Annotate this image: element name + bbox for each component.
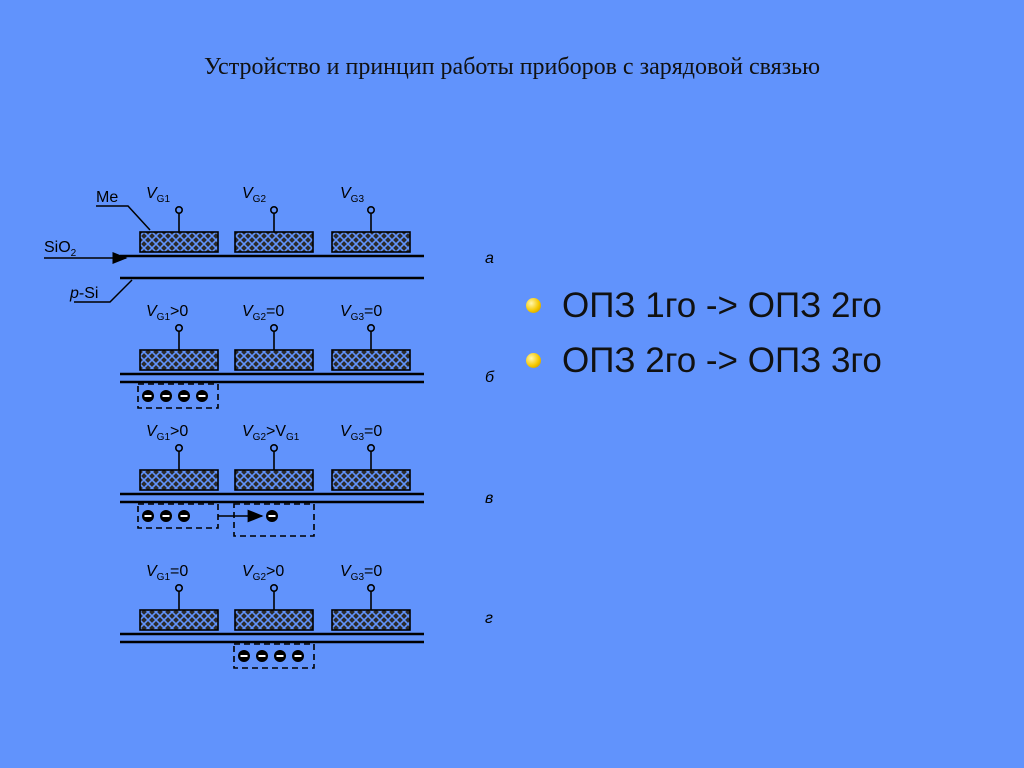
metal-gate bbox=[234, 609, 314, 631]
gate-contact-icon bbox=[366, 583, 375, 592]
electron-icon bbox=[266, 510, 278, 522]
gate-contact-icon bbox=[269, 583, 278, 592]
metal-gate bbox=[331, 231, 411, 253]
gate-voltage-label: VG3=0 bbox=[340, 423, 382, 443]
gate-voltage-label: VG1 bbox=[146, 185, 170, 205]
layer-labels: Me SiO2 p-Si bbox=[44, 189, 151, 303]
metal-gate bbox=[139, 469, 219, 491]
metal-gate bbox=[234, 231, 314, 253]
electron-icon bbox=[292, 650, 304, 662]
electron-icon bbox=[238, 650, 250, 662]
gate-voltage-label: VG2 bbox=[242, 185, 266, 205]
gate-contact-icon bbox=[175, 443, 184, 452]
gate-voltage-label: VG1>0 bbox=[146, 423, 188, 443]
electron-icon bbox=[142, 390, 154, 402]
electron-icon bbox=[196, 390, 208, 402]
row-letter: а bbox=[485, 250, 494, 267]
metal-gate bbox=[331, 469, 411, 491]
metal-gate bbox=[139, 349, 219, 371]
me-leader-line bbox=[96, 205, 151, 231]
gate-contact-icon bbox=[366, 323, 375, 332]
bullet-list: ОПЗ 1го -> ОПЗ 2го ОПЗ 2го -> ОПЗ 3го bbox=[522, 278, 882, 388]
gate-voltage-label: VG2=0 bbox=[242, 303, 284, 323]
gate-contact-icon bbox=[175, 206, 184, 215]
potential-well bbox=[137, 383, 219, 409]
gate-voltage-label: VG3 bbox=[340, 185, 364, 205]
row-letter: в bbox=[485, 490, 493, 507]
potential-well bbox=[233, 643, 315, 669]
gate-contact-icon bbox=[366, 206, 375, 215]
bullet-item: ОПЗ 1го -> ОПЗ 2го bbox=[522, 278, 882, 333]
gate-contact-icon bbox=[269, 443, 278, 452]
ccd-row: VG1>0 VG2>VG1 VG3=0 в bbox=[120, 423, 493, 537]
ccd-row: VG1 VG2 VG3 а bbox=[120, 185, 494, 280]
gate-contact-icon bbox=[175, 583, 184, 592]
gate-contact-icon bbox=[366, 443, 375, 452]
metal-gate bbox=[234, 349, 314, 371]
gate-voltage-label: VG1=0 bbox=[146, 563, 188, 583]
psi-leader-line bbox=[74, 279, 133, 303]
electron-icon bbox=[160, 390, 172, 402]
electron-icon bbox=[178, 390, 190, 402]
me-label: Me bbox=[96, 189, 118, 206]
electron-icon bbox=[142, 510, 154, 522]
gate-contact-icon bbox=[175, 323, 184, 332]
gate-voltage-label: VG3=0 bbox=[340, 303, 382, 323]
bullet-dot-icon bbox=[526, 353, 541, 368]
electron-icon bbox=[160, 510, 172, 522]
bullet-item: ОПЗ 2го -> ОПЗ 3го bbox=[522, 333, 882, 388]
metal-gate bbox=[139, 231, 219, 253]
metal-gate bbox=[139, 609, 219, 631]
electron-icon bbox=[178, 510, 190, 522]
gate-voltage-label: VG2>0 bbox=[242, 563, 284, 583]
bullet-dot-icon bbox=[526, 298, 541, 313]
gate-voltage-label: VG3=0 bbox=[340, 563, 382, 583]
sio2-label: SiO2 bbox=[44, 239, 77, 259]
metal-gate bbox=[234, 469, 314, 491]
slide-title: Устройство и принцип работы приборов с з… bbox=[203, 54, 821, 80]
ccd-row: VG1>0 VG2=0 VG3=0 б bbox=[120, 303, 495, 409]
bullet-text: ОПЗ 1го -> ОПЗ 2го bbox=[562, 286, 882, 325]
row-letter: г bbox=[485, 610, 493, 627]
electron-icon bbox=[274, 650, 286, 662]
gate-voltage-label: VG2>VG1 bbox=[242, 423, 300, 443]
psi-label: p-Si bbox=[69, 285, 98, 302]
bullet-text: ОПЗ 2го -> ОПЗ 3го bbox=[562, 341, 882, 380]
electron-icon bbox=[256, 650, 268, 662]
row-letter: б bbox=[485, 369, 495, 386]
metal-gate bbox=[331, 349, 411, 371]
potential-well bbox=[233, 503, 315, 537]
metal-gate bbox=[331, 609, 411, 631]
gate-voltage-label: VG1>0 bbox=[146, 303, 188, 323]
ccd-row: VG1=0 VG2>0 VG3=0 г bbox=[120, 563, 493, 669]
gate-contact-icon bbox=[269, 206, 278, 215]
gate-contact-icon bbox=[269, 323, 278, 332]
